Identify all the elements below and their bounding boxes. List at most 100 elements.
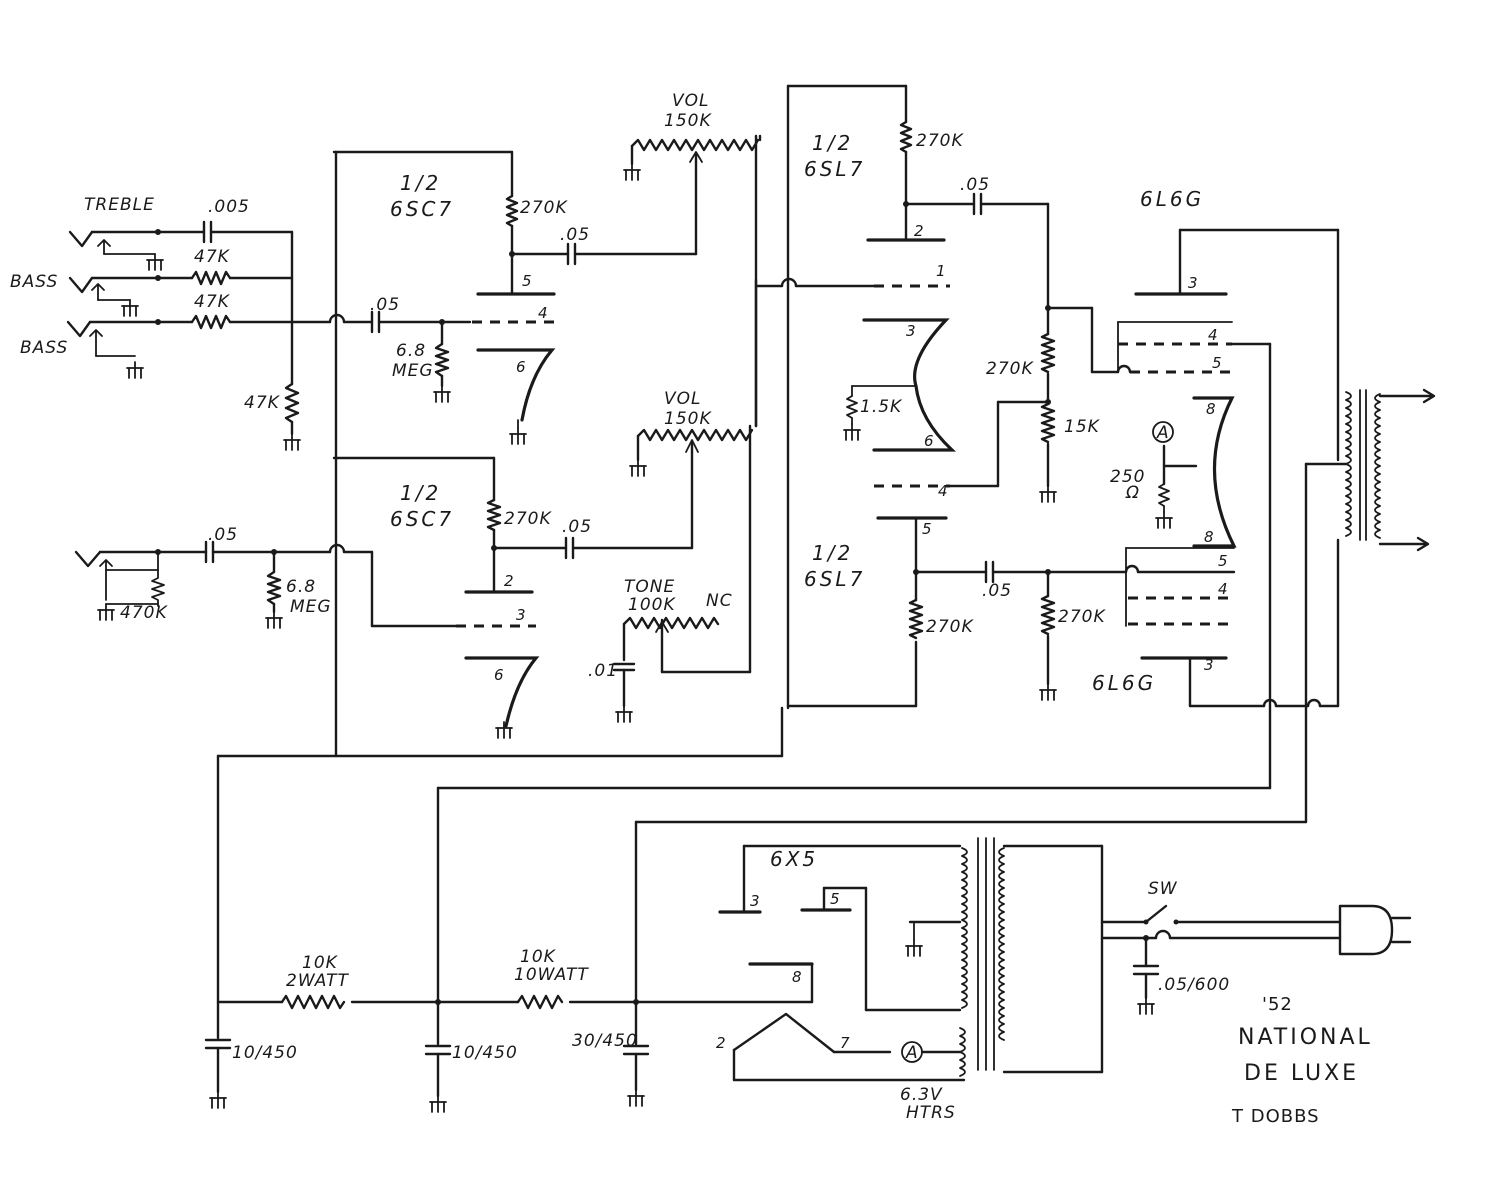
- input-jacks: [66, 229, 164, 379]
- r270k-v2a-label: 270K: [916, 131, 964, 151]
- o2-pin-g1: 4: [1218, 580, 1228, 598]
- v2a-type-label: 6SL7: [804, 157, 865, 181]
- v2b-pin-cathode: 6: [924, 432, 934, 450]
- v2-6sl7: [786, 84, 1132, 710]
- rect-pin-h1: 2: [716, 1034, 726, 1052]
- v2a-pin-cathode: 3: [906, 322, 916, 340]
- volume-pot-1: [623, 134, 762, 428]
- v2b-half-label: 1/2: [812, 541, 853, 565]
- power-supply: [718, 837, 1412, 1082]
- title-line-1: NATIONAL: [1238, 1025, 1373, 1050]
- o2-pin-g2: 5: [1218, 552, 1228, 570]
- rect-pin-p2: 5: [830, 890, 840, 908]
- v1b-pin-plate: 2: [504, 572, 514, 590]
- meg68-b-unit: MEG: [290, 597, 332, 617]
- cap-05-v1a-label: .05: [560, 225, 590, 245]
- bass-label-2: BASS: [20, 338, 68, 358]
- input-mixer: [158, 220, 472, 451]
- vol1-name-label: VOL: [672, 91, 709, 111]
- v2a-pin-grid: 1: [936, 262, 946, 280]
- node-a-label: A: [1156, 423, 1170, 443]
- cap-05-v2a-label: .05: [960, 175, 990, 195]
- cap1-label: 10/450: [232, 1043, 298, 1063]
- v1b-pin-grid: 3: [516, 606, 526, 624]
- v2b-type-label: 6SL7: [804, 567, 865, 591]
- meg68-a-value: 6.8: [396, 341, 426, 361]
- v1a-6sc7: [332, 150, 703, 445]
- v1a-pin-grid: 4: [538, 304, 548, 322]
- cap-05-v2b-label: .05: [982, 581, 1012, 601]
- cap3-label: 30/450: [572, 1031, 638, 1051]
- r250-label: 250: [1110, 467, 1145, 487]
- b-plus-distribution: [204, 698, 1308, 1113]
- vol2-name-label: VOL: [664, 389, 701, 409]
- v2b-pin-grid: 4: [938, 482, 948, 500]
- rect-pin-p1: 3: [750, 892, 760, 910]
- r270k-v2b-label: 270K: [926, 617, 974, 637]
- tone-name-label: TONE: [624, 577, 675, 597]
- tone-nc-label: NC: [706, 591, 733, 611]
- r470k-label: 470K: [120, 603, 168, 623]
- heater-label: HTRS: [906, 1103, 956, 1123]
- output-transformer: [1304, 388, 1436, 824]
- v2b-pin-plate: 5: [922, 520, 932, 538]
- v2a-pin-plate: 2: [914, 222, 924, 240]
- r47k-label-b: 47K: [194, 292, 231, 312]
- v1a-pin-plate: 5: [522, 272, 532, 290]
- cap-05-600-label: .05/600: [1158, 975, 1230, 995]
- tone-control: [612, 424, 752, 723]
- cap-05-v1b-label: .05: [562, 517, 592, 537]
- r270k-pi-label: 270K: [986, 359, 1034, 379]
- treble-label: TREBLE: [84, 195, 155, 215]
- r15k-pi-label: 15K: [1064, 417, 1101, 437]
- r10k-b-watt-label: 10WATT: [514, 965, 589, 985]
- rect-pin-h2: 7: [840, 1034, 850, 1052]
- author-label: T DOBBS: [1231, 1106, 1320, 1127]
- heater-voltage-label: 6.3V: [900, 1085, 943, 1105]
- rectifier-label: 6X5: [770, 847, 818, 871]
- v1a-half-label: 1/2: [400, 171, 441, 195]
- meg68-b-value: 6.8: [286, 577, 316, 597]
- input-jack-2: [74, 540, 346, 629]
- cap-05-input2-label: .05: [208, 525, 238, 545]
- cap-005-label: .005: [208, 197, 250, 217]
- r270k-v1b-label: 270K: [504, 509, 552, 529]
- title-year: '52: [1262, 994, 1293, 1015]
- output-tube-1-label: 6L6G: [1140, 187, 1204, 211]
- v1b-type-label: 6SC7: [390, 507, 454, 531]
- cap2-label: 10/450: [452, 1043, 518, 1063]
- o2-pin-cathode: 8: [1204, 528, 1214, 546]
- cap-01-label: .01: [588, 661, 618, 681]
- r15k-cathode-label: 1.5K: [860, 397, 903, 417]
- ohm-label: Ω: [1125, 483, 1140, 503]
- r47k-label-c: 47K: [244, 393, 281, 413]
- tone-value-label: 100K: [628, 595, 676, 615]
- o1-pin-g1: 4: [1208, 326, 1218, 344]
- o1-pin-cathode: 8: [1206, 400, 1216, 418]
- r270k-grid-label: 270K: [1058, 607, 1106, 627]
- v1b-half-label: 1/2: [400, 481, 441, 505]
- switch-label: SW: [1148, 879, 1178, 899]
- r10k-a-label: 10K: [302, 953, 339, 973]
- meg68-a-unit: MEG: [392, 361, 434, 381]
- v2a-half-label: 1/2: [812, 131, 853, 155]
- r47k-label-a: 47K: [194, 247, 231, 267]
- r270k-v1a-label: 270K: [520, 198, 568, 218]
- node-a2-label: A: [905, 1043, 919, 1063]
- v1a-pin-cathode: 6: [516, 358, 526, 376]
- o1-pin-plate: 3: [1188, 274, 1198, 292]
- r10k-b-label: 10K: [520, 947, 557, 967]
- title-line-2: DE LUXE: [1244, 1061, 1359, 1086]
- o1-pin-g2: 5: [1212, 354, 1222, 372]
- o2-pin-plate: 3: [1204, 656, 1214, 674]
- output-tubes: [1117, 228, 1340, 708]
- bass-label-1: BASS: [10, 272, 58, 292]
- v1a-type-label: 6SC7: [390, 197, 454, 221]
- rect-pin-k: 8: [792, 968, 802, 986]
- vol2-value-label: 150K: [664, 409, 712, 429]
- output-tube-2-label: 6L6G: [1092, 671, 1156, 695]
- v1b-6sc7: [332, 439, 699, 739]
- r10k-a-watt-label: 2WATT: [286, 971, 350, 991]
- vol1-value-label: 150K: [664, 111, 712, 131]
